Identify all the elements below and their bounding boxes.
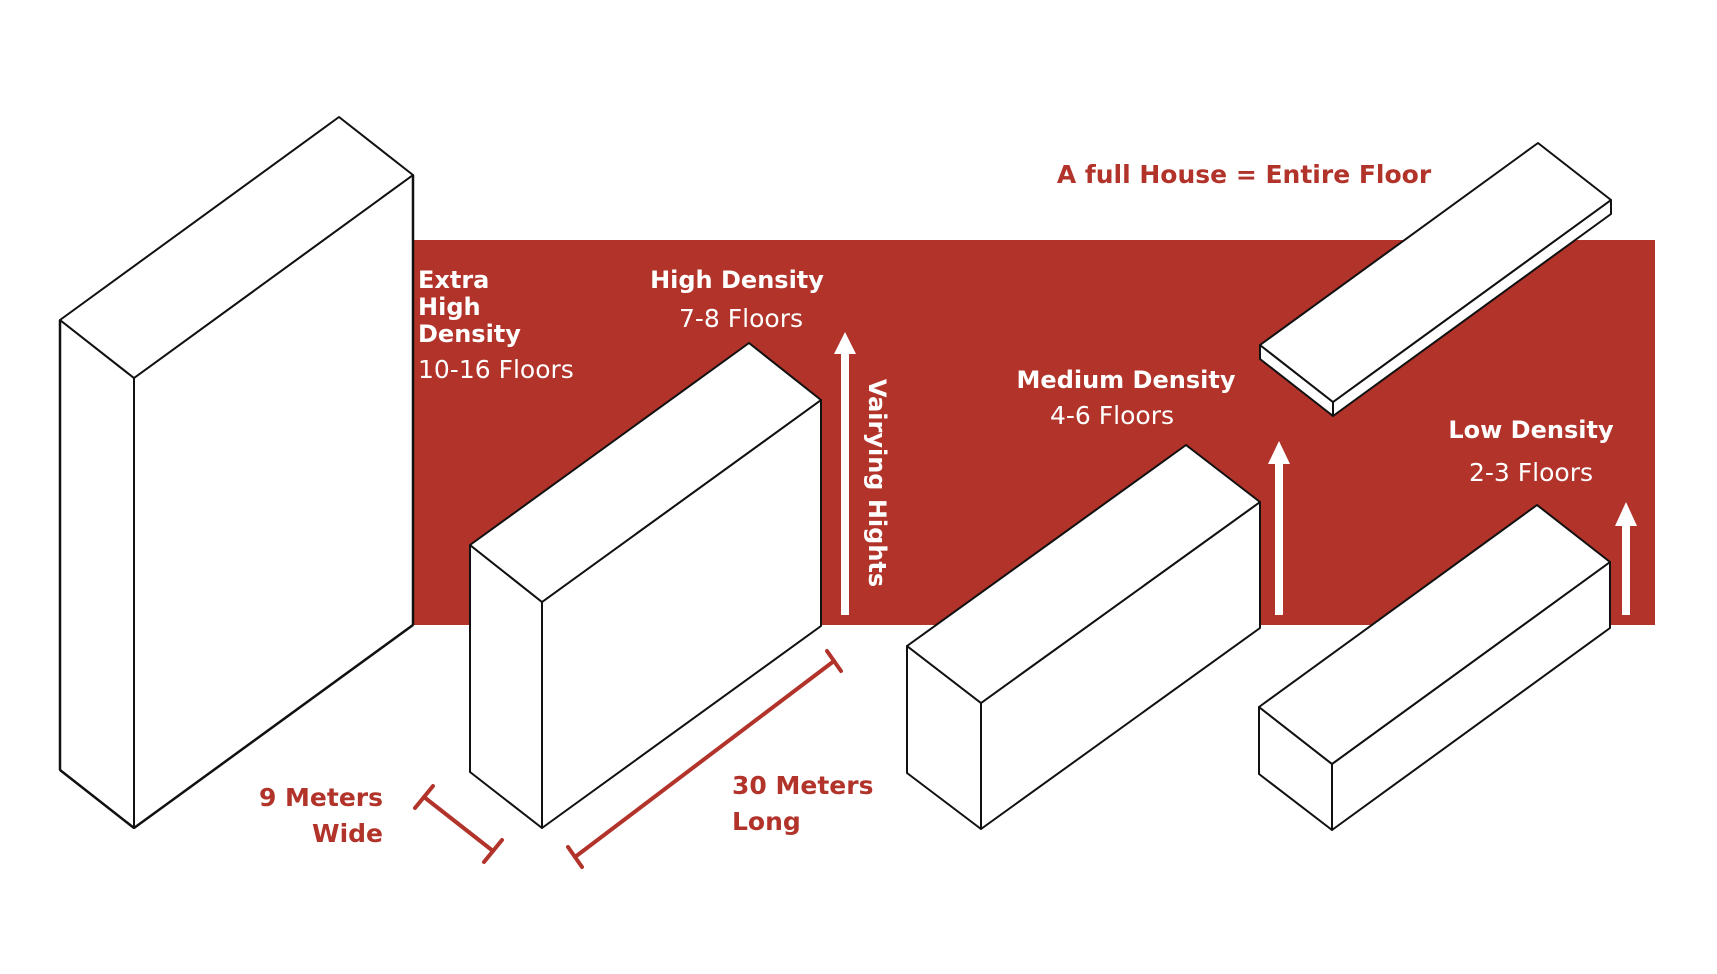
width-dimension-line — [413, 784, 504, 864]
width-dimension-line1: 9 Meters — [259, 783, 383, 812]
height-arrow-medium — [1268, 441, 1290, 615]
medium-density-block — [906, 444, 1261, 830]
varying-heights-label: Vairying Hights — [863, 379, 891, 587]
length-dimension-line2: Long — [732, 807, 801, 836]
length-dimension-line — [566, 649, 843, 869]
extra-high-density-title-line3: Density — [418, 320, 521, 348]
extra-high-density-title-line2: High — [418, 293, 481, 321]
length-dimension-line1: 30 Meters — [732, 771, 873, 800]
medium-density-floors: 4-6 Floors — [1050, 401, 1174, 430]
high-density-block — [469, 342, 822, 829]
floor-slab-block — [1259, 142, 1612, 417]
high-density-floors: 7-8 Floors — [679, 304, 803, 333]
height-arrow-low — [1615, 502, 1637, 615]
low-density-block — [1258, 504, 1611, 831]
height-arrow-high — [834, 332, 856, 615]
extra-high-density-title-line1: Extra — [418, 266, 489, 294]
full-house-caption: A full House = Entire Floor — [1057, 160, 1432, 189]
high-density-title: High Density — [650, 266, 824, 294]
medium-density-title: Medium Density — [1017, 366, 1236, 394]
width-dimension-line2: Wide — [312, 819, 383, 848]
low-density-title: Low Density — [1448, 416, 1614, 444]
extra-high-density-floors: 10-16 Floors — [418, 355, 574, 384]
low-density-floors: 2-3 Floors — [1469, 458, 1593, 487]
extra-high-density-block — [58, 116, 415, 830]
